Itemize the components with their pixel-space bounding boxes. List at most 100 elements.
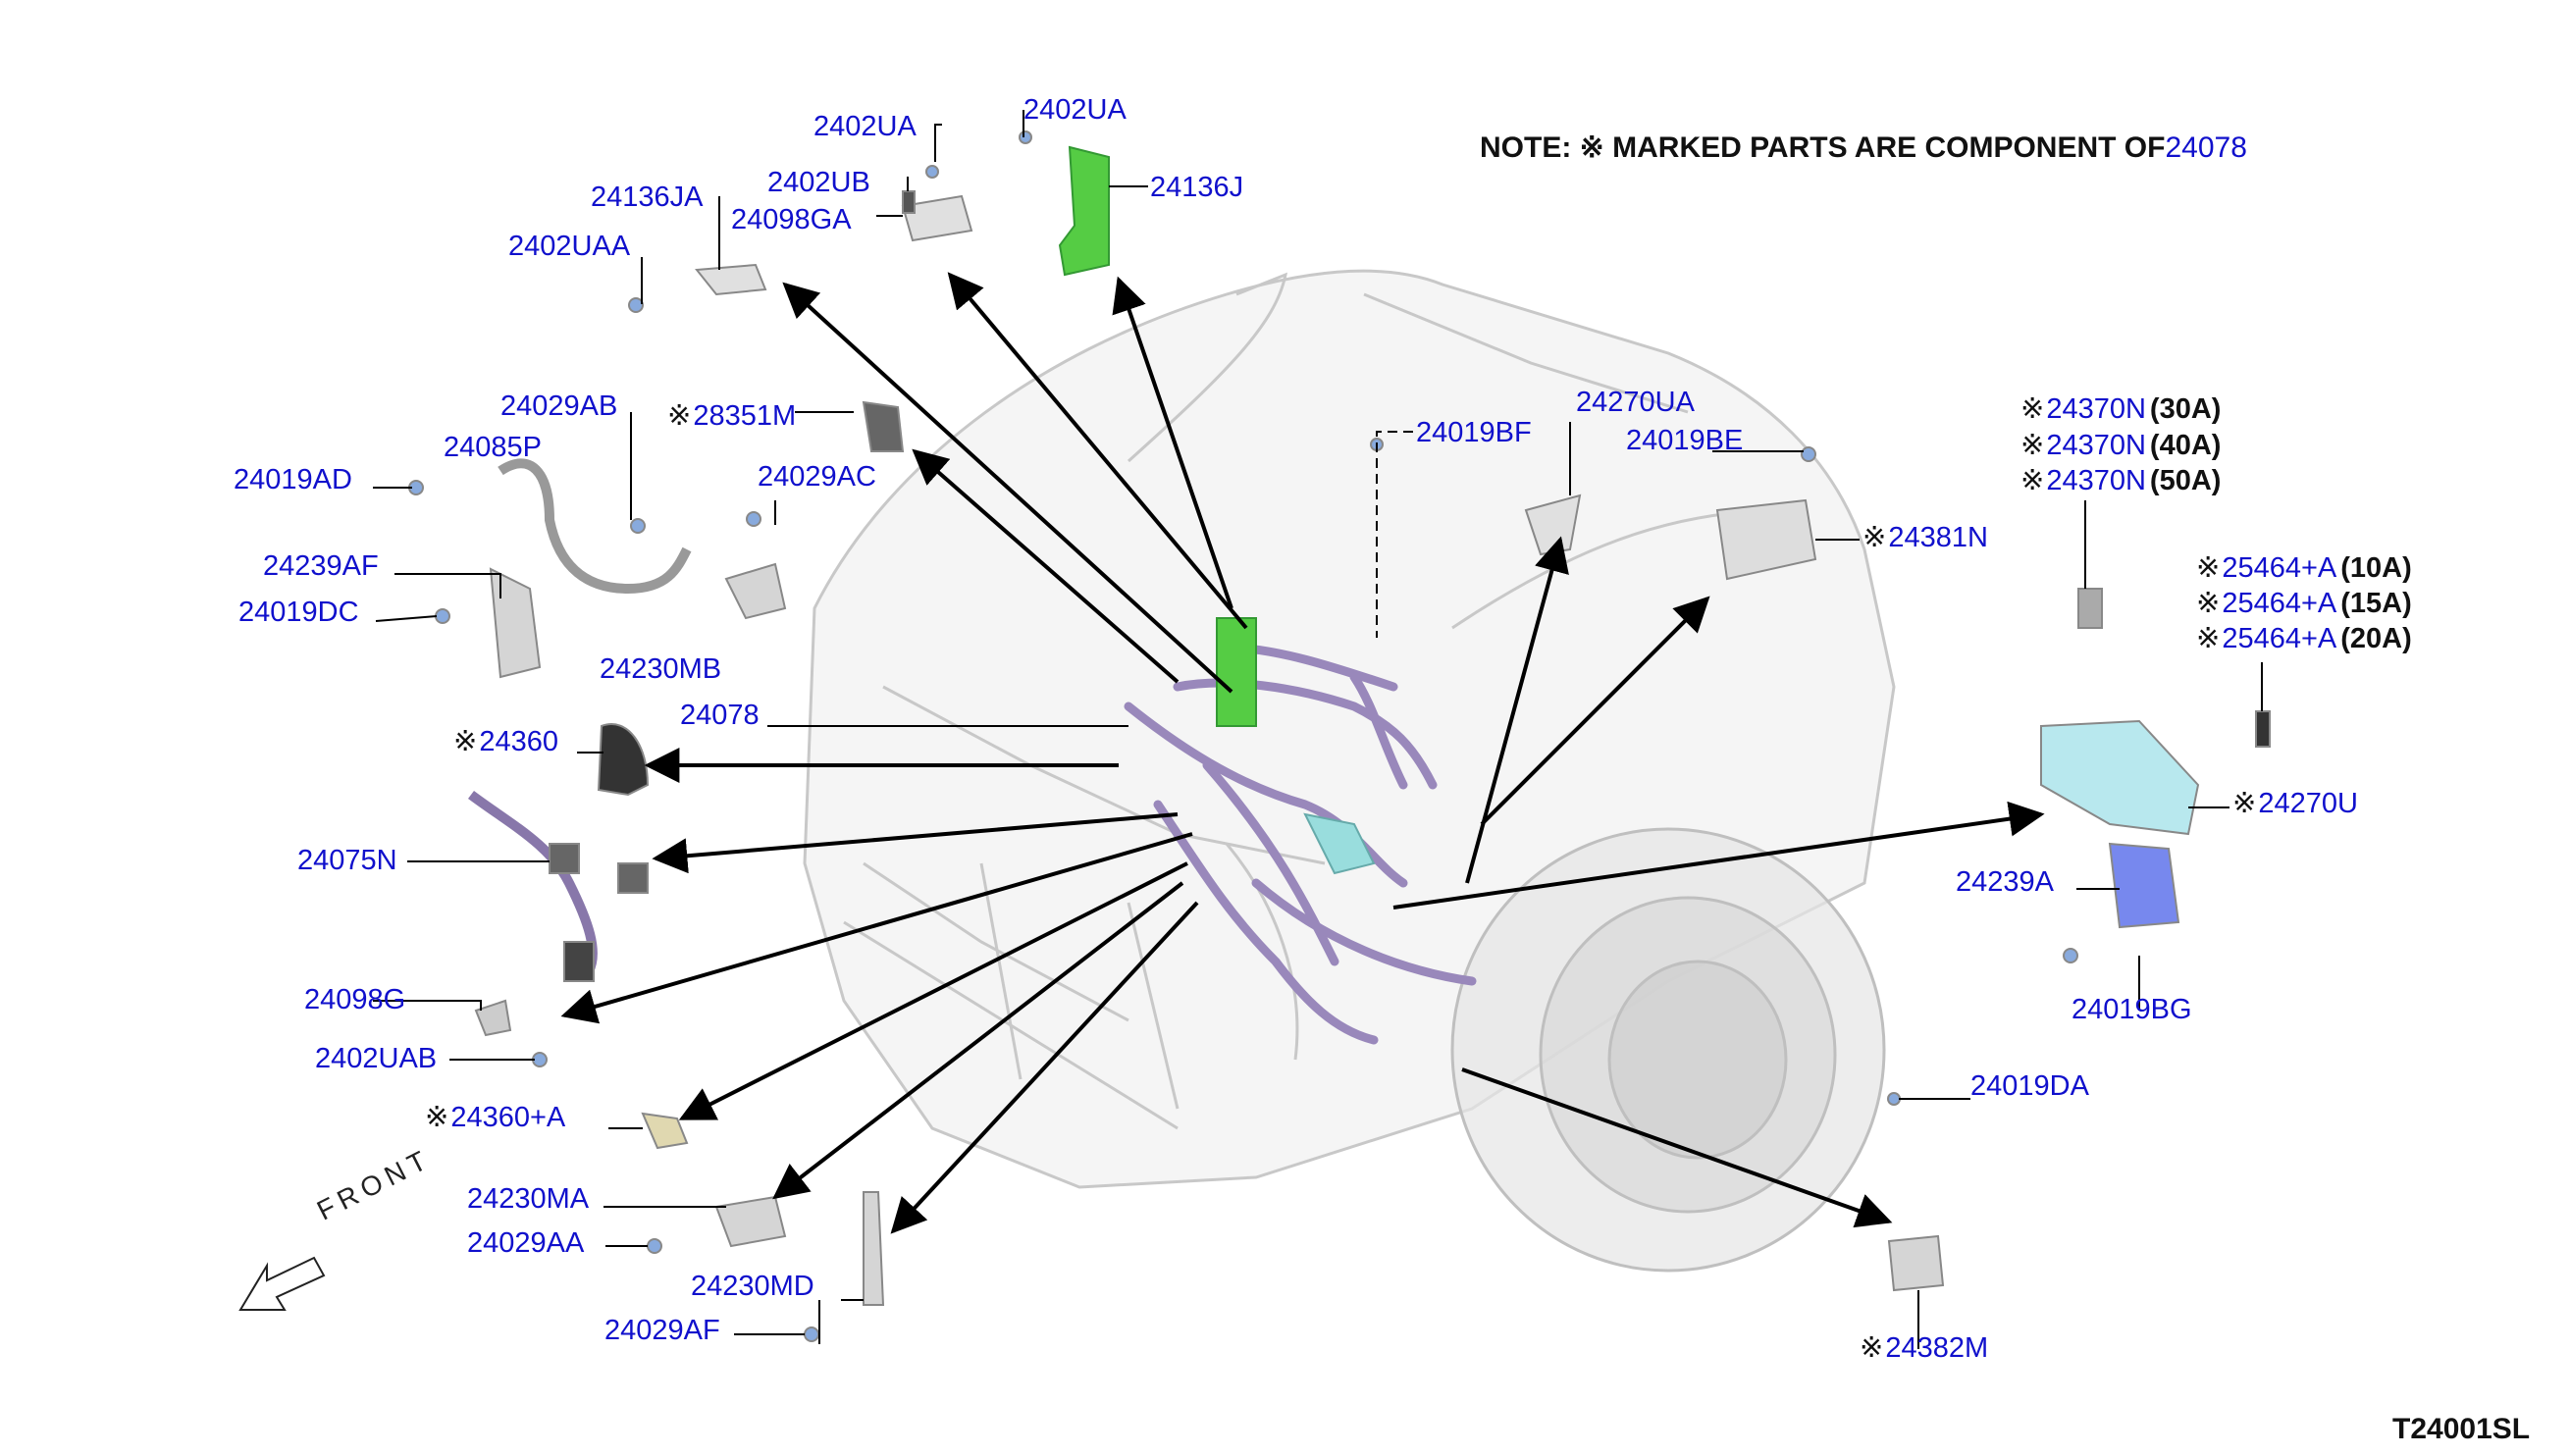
part-number: 24370N: [2046, 465, 2146, 496]
component-marker: ※: [2020, 430, 2045, 461]
part-number: 24230MA: [467, 1183, 590, 1215]
part-label-24019be[interactable]: 24019BE: [1626, 427, 1743, 455]
note-text: NOTE: ※ MARKED PARTS ARE COMPONENT OF240…: [1480, 131, 2247, 164]
component-marker: ※: [1862, 522, 1887, 553]
part-number: 24019AD: [234, 464, 352, 495]
diagram-code: T24001SL: [2392, 1413, 2531, 1445]
part-label-24019bg[interactable]: 24019BG: [2072, 996, 2192, 1024]
part-number: 24029AF: [604, 1315, 720, 1346]
component-marker: ※: [453, 726, 478, 757]
part-label-2402uab[interactable]: 2402UAB: [315, 1045, 437, 1073]
part-label-24370n-50[interactable]: ※24370N(50A): [2020, 467, 2221, 495]
amperage-rating: (20A): [2340, 623, 2412, 654]
part-number: 24019BE: [1626, 425, 1744, 456]
component-marker: ※: [425, 1102, 449, 1133]
part-label-24136ja[interactable]: 24136JA: [591, 183, 704, 212]
part-label-24019dc[interactable]: 24019DC: [238, 598, 359, 627]
part-number: 24360+A: [450, 1102, 566, 1133]
component-marker: ※: [667, 400, 692, 432]
amperage-rating: (10A): [2340, 552, 2412, 584]
part-label-24370n-30[interactable]: ※24370N(30A): [2020, 395, 2221, 424]
part-label-24360[interactable]: ※24360: [453, 728, 558, 756]
part-number: 28351M: [693, 400, 797, 432]
part-number: 2402UAB: [315, 1043, 438, 1074]
part-label-25464-a-15[interactable]: ※25464+A(15A): [2196, 590, 2412, 618]
part-label-24230md[interactable]: 24230MD: [691, 1273, 814, 1301]
part-label-24029ab[interactable]: 24029AB: [500, 392, 617, 421]
part-number: 24370N: [2046, 430, 2146, 461]
pointer-arrows: [560, 272, 2045, 1234]
part-label-24239a[interactable]: 24239A: [1956, 868, 2054, 897]
part-label-25464-a-10[interactable]: ※25464+A(10A): [2196, 554, 2412, 583]
part-number: 24098G: [304, 984, 406, 1015]
part-label-24270ua[interactable]: 24270UA: [1576, 389, 1695, 417]
part-label-28351m[interactable]: ※28351M: [667, 402, 796, 431]
part-label-24382m[interactable]: ※24382M: [1860, 1334, 1988, 1363]
part-number: 24019DC: [238, 597, 359, 628]
component-marker: ※: [1860, 1332, 1884, 1364]
part-number: 24029AB: [500, 390, 618, 422]
part-number: 24136J: [1150, 172, 1244, 203]
amperage-rating: (50A): [2149, 465, 2222, 496]
amperage-rating: (30A): [2149, 393, 2222, 425]
part-number: 2402UAA: [508, 231, 631, 262]
part-label-24230ma[interactable]: 24230MA: [467, 1185, 589, 1214]
part-label-2402ua-1[interactable]: 2402UA: [813, 113, 917, 141]
part-label-2402uaa[interactable]: 2402UAA: [508, 233, 630, 261]
part-label-24075n[interactable]: 24075N: [297, 847, 397, 875]
part-number: 24370N: [2046, 393, 2146, 425]
part-label-24230mb[interactable]: 24230MB: [600, 655, 721, 684]
part-label-24098ga[interactable]: 24098GA: [731, 206, 852, 234]
part-number: 24019DA: [1970, 1070, 2089, 1102]
harness-highlight: [1216, 617, 1376, 875]
part-label-24370n-40[interactable]: ※24370N(40A): [2020, 432, 2221, 460]
part-label-24078[interactable]: 24078: [680, 702, 760, 730]
part-label-24019ad[interactable]: 24019AD: [234, 466, 352, 494]
front-arrow-icon: [238, 1256, 326, 1311]
part-number: 24270UA: [1576, 387, 1695, 418]
part-number: 24230MD: [691, 1271, 814, 1302]
part-label-24270u[interactable]: ※24270U: [2232, 790, 2358, 818]
part-label-24085p[interactable]: 24085P: [444, 434, 542, 462]
component-marker: ※: [2196, 623, 2221, 654]
part-label-24019bf[interactable]: 24019BF: [1416, 419, 1532, 447]
part-label-24029af[interactable]: 24029AF: [604, 1317, 720, 1345]
part-number: 25464+A: [2222, 623, 2337, 654]
component-marker: ※: [2232, 788, 2257, 819]
leader-lines: [373, 110, 2263, 1349]
part-number: 2402UA: [813, 111, 917, 142]
part-number: 2402UA: [1023, 94, 1127, 126]
part-number: 24029AC: [758, 461, 876, 493]
front-wheel: [1450, 827, 1886, 1273]
part-label-24029ac[interactable]: 24029AC: [758, 463, 876, 492]
part-number: 24381N: [1888, 522, 1988, 553]
part-label-24239af[interactable]: 24239AF: [263, 552, 379, 581]
amperage-rating: (15A): [2340, 588, 2412, 619]
part-label-2402ua-2[interactable]: 2402UA: [1023, 96, 1127, 125]
part-label-24029aa[interactable]: 24029AA: [467, 1229, 584, 1258]
amperage-rating: (40A): [2149, 430, 2222, 461]
part-number: 24270U: [2258, 788, 2358, 819]
part-number: 24382M: [1885, 1332, 1989, 1364]
part-number: 24075N: [297, 845, 397, 876]
part-label-24098g[interactable]: 24098G: [304, 986, 405, 1014]
part-number: 24136JA: [591, 182, 704, 213]
part-label-24136j[interactable]: 24136J: [1150, 174, 1243, 202]
part-label-24360-a[interactable]: ※24360+A: [425, 1104, 565, 1132]
part-label-24381n[interactable]: ※24381N: [1862, 524, 1988, 552]
part-number: 24078: [680, 700, 760, 731]
part-number: 24098GA: [731, 204, 852, 235]
part-number: 25464+A: [2222, 552, 2337, 584]
part-number: 24019BF: [1416, 417, 1532, 448]
component-marker: ※: [2020, 393, 2045, 425]
part-label-2402ub[interactable]: 2402UB: [767, 169, 870, 197]
part-label-25464-a-20[interactable]: ※25464+A(20A): [2196, 625, 2412, 653]
part-label-24019da[interactable]: 24019DA: [1970, 1072, 2089, 1101]
component-marker: ※: [2020, 465, 2045, 496]
part-number: 25464+A: [2222, 588, 2337, 619]
component-marker: ※: [2196, 552, 2221, 584]
part-number: 24230MB: [600, 653, 722, 685]
note-part-link[interactable]: 24078: [2165, 131, 2247, 164]
